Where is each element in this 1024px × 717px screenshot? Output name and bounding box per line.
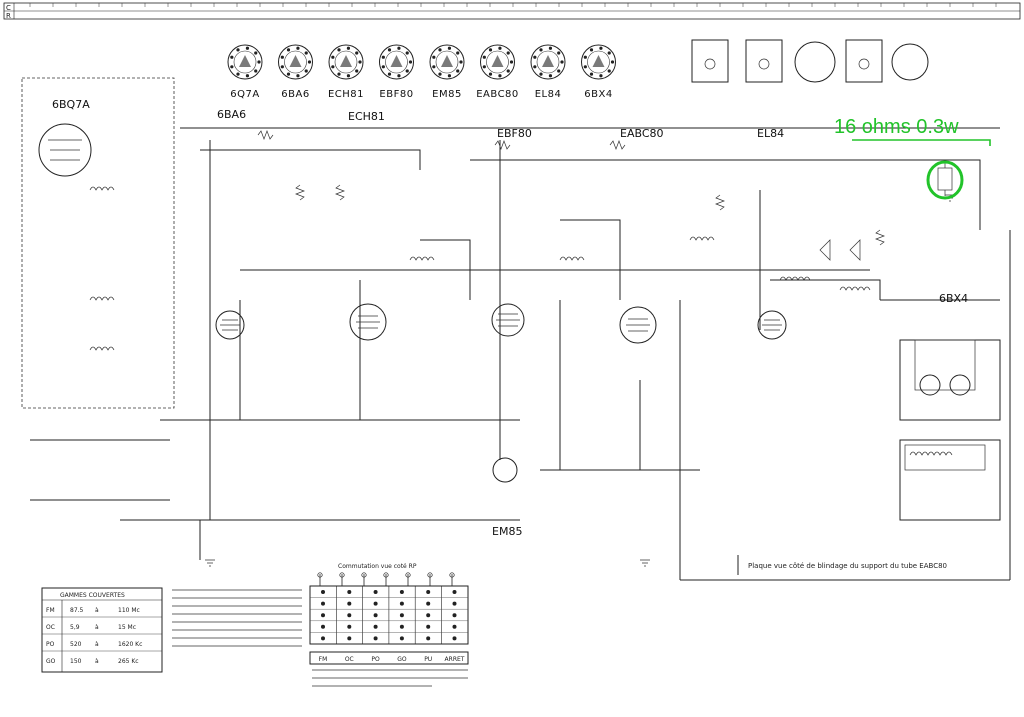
gammes-table: GAMMES COUVERTES FM 87.5 à 110 Mc OC 5,9 à 15 M… (41, 587, 163, 673)
tube-label-ebf80: EBF80 (497, 127, 532, 140)
commutation-grid: Commutation vue coté RP FM OC PO GO PU ARRET (309, 563, 469, 687)
tube-socket-label: 6BX4 (584, 89, 612, 100)
gammes-cell: FM (46, 607, 55, 614)
gammes-cell: 87.5 (70, 607, 84, 614)
tube-label-ech81: ECH81 (348, 110, 385, 123)
plaque-note-text: Plaque vue côté de blindage du support d… (748, 562, 947, 570)
tube-socket-label: ECH81 (328, 89, 364, 100)
gammes-cell: à (95, 607, 99, 614)
tube-socket: EL84 (530, 44, 566, 100)
gammes-cell: à (95, 624, 99, 631)
commutation-position: OC (345, 656, 354, 663)
tube-label-6bq7a: 6BQ7A (52, 98, 90, 111)
gammes-cell: 150 (70, 658, 82, 665)
tube-socket: 6Q7A (227, 44, 263, 100)
tube-socket: 6BX4 (581, 44, 616, 100)
plaque-note: Plaque vue côté de blindage du support d… (737, 555, 947, 575)
gammes-cell: à (95, 658, 99, 665)
tube-socket-label: EABC80 (476, 89, 519, 100)
tube-socket-label: EM85 (432, 89, 462, 100)
tube-label-eabc80: EABC80 (620, 127, 664, 140)
header-ticks (29, 3, 997, 7)
tube-label-el84: EL84 (757, 127, 784, 140)
tube-socket: EABC80 (476, 44, 519, 100)
notes-block (172, 589, 302, 647)
gammes-title: GAMMES COUVERTES (60, 592, 125, 599)
annotation-text: 16 ohms 0.3w (834, 116, 959, 138)
tube-socket: 6BA6 (278, 44, 313, 100)
tube-label-6bx4: 6BX4 (939, 292, 968, 305)
commutation-position: GO (397, 656, 407, 663)
commutation-position: ARRET (445, 656, 465, 663)
green-annotation: 16 ohms 0.3w (834, 116, 991, 200)
tube-socket: EM85 (429, 44, 465, 100)
tube-socket-label: EL84 (535, 89, 562, 100)
switch-diagrams-top-right (691, 39, 929, 83)
main-wiring (21, 77, 1011, 581)
gammes-cell: 110 Mc (118, 607, 140, 614)
tube-label-em85: EM85 (492, 525, 522, 538)
gammes-cell: OC (46, 624, 55, 631)
tube-socket: EBF80 (379, 44, 414, 100)
tube-label-6ba6: 6BA6 (217, 108, 246, 121)
annotation-circle (926, 160, 964, 200)
tube-socket-label: EBF80 (379, 89, 413, 100)
gammes-cell: 265 Kc (118, 658, 139, 665)
gammes-cell: à (95, 641, 99, 648)
tube-socket: ECH81 (328, 44, 364, 100)
gammes-cell: 5,9 (70, 624, 80, 631)
tube-socket-label: 6BA6 (281, 89, 309, 100)
gammes-cell: PO (46, 641, 55, 648)
gammes-cell: 520 (70, 641, 82, 648)
gammes-cell: 1620 Kc (118, 641, 142, 648)
tube-socket-label: 6Q7A (230, 89, 259, 100)
tube-socket-row: 6Q7A 6BA6 ECH81 EBF80 EM85 EABC80 EL84 6BX4 (227, 44, 616, 100)
commutation-title: Commutation vue coté RP (338, 563, 417, 570)
commutation-position: PU (424, 656, 432, 663)
header-row-r-label: R (6, 12, 11, 20)
commutation-position: PO (371, 656, 380, 663)
commutation-position: FM (319, 656, 328, 663)
gammes-cell: 15 Mc (118, 624, 136, 631)
gammes-cell: GO (46, 658, 56, 665)
header-row-c-label: C (6, 4, 11, 12)
